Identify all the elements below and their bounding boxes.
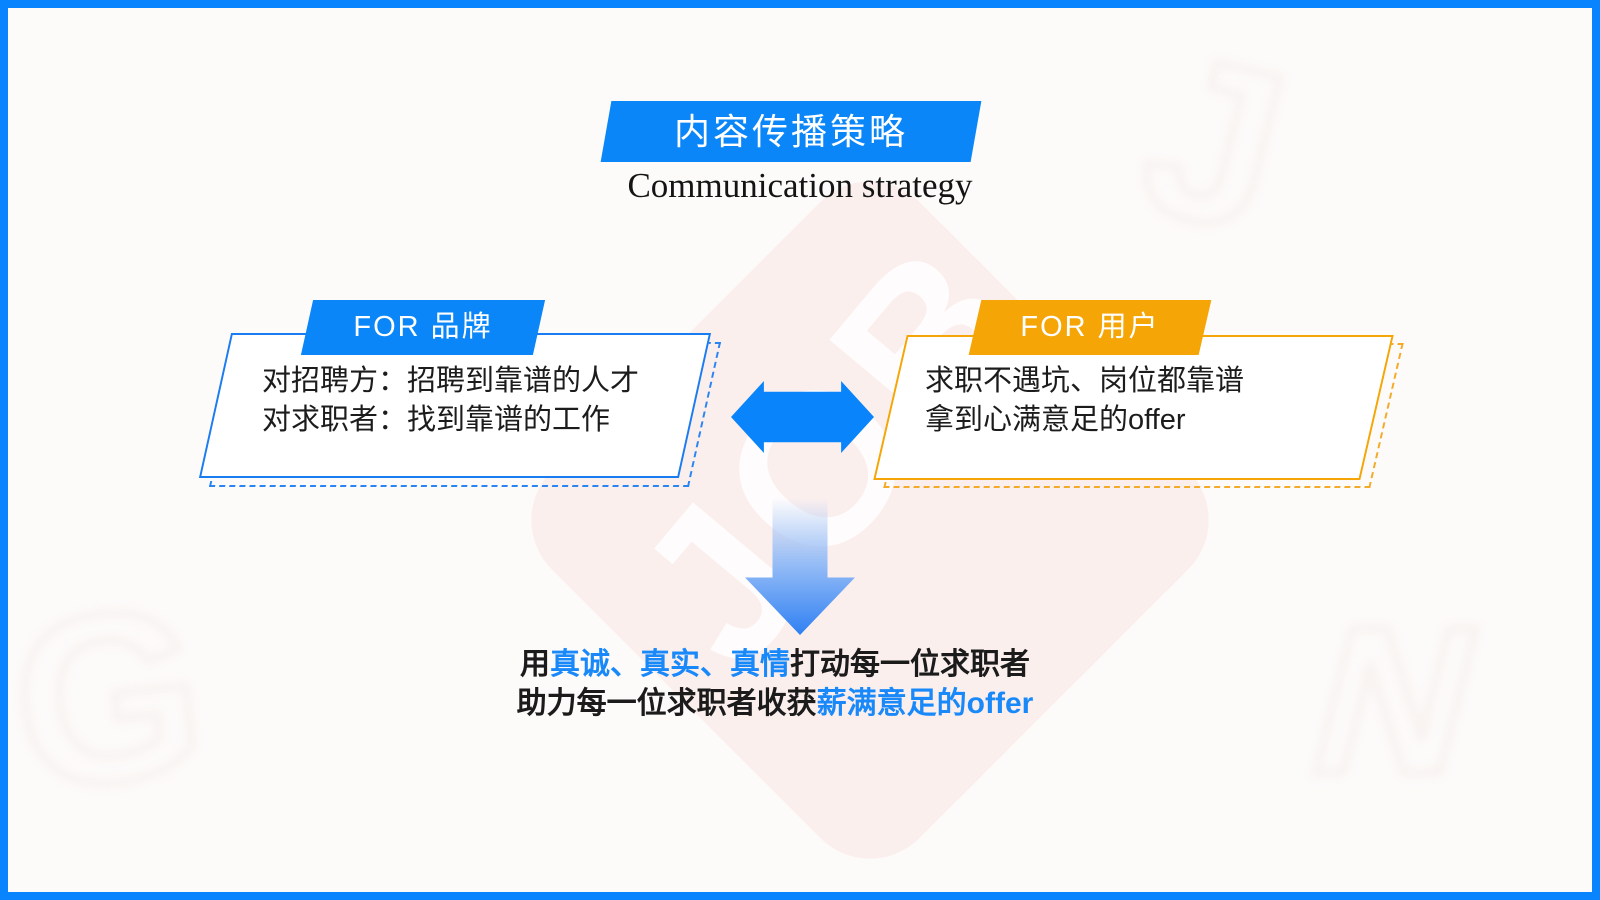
- user-card-line1: 求职不遇坑、岗位都靠谱: [925, 365, 1245, 397]
- brand-card-text: 对招聘方：招聘到靠谱的人才 对求职者：找到靠谱的工作: [262, 362, 639, 440]
- title-banner: 内容传播策略: [600, 101, 982, 162]
- user-card-tab: FOR 用户: [968, 300, 1212, 355]
- brand-card-line1: 对招聘方：招聘到靠谱的人才: [262, 365, 640, 397]
- bidirectional-arrow-icon: [731, 381, 874, 453]
- conclusion-line2: 助力每一位求职者收获薪满意足的offer: [516, 687, 1034, 720]
- watermark-letter-j: J: [1116, 0, 1312, 288]
- title-banner-label: 内容传播策略: [673, 111, 908, 152]
- subtitle: Communication strategy: [627, 166, 973, 205]
- brand-card-line2: 对求职者：找到靠谱的工作: [262, 404, 611, 436]
- user-tab-label: FOR 用户: [1020, 311, 1160, 343]
- brand-card-tab: FOR 品牌: [300, 300, 546, 355]
- brand-tab-label: FOR 品牌: [353, 311, 493, 343]
- user-card-text: 求职不遇坑、岗位都靠谱 拿到心满意足的offer: [925, 362, 1244, 440]
- conclusion-text: 用真诚、真实、真情打动每一位求职者 助力每一位求职者收获薪满意足的offer: [75, 645, 1475, 723]
- conclusion-line1: 用真诚、真实、真情打动每一位求职者: [520, 648, 1030, 681]
- user-card-line2: 拿到心满意足的offer: [925, 404, 1186, 436]
